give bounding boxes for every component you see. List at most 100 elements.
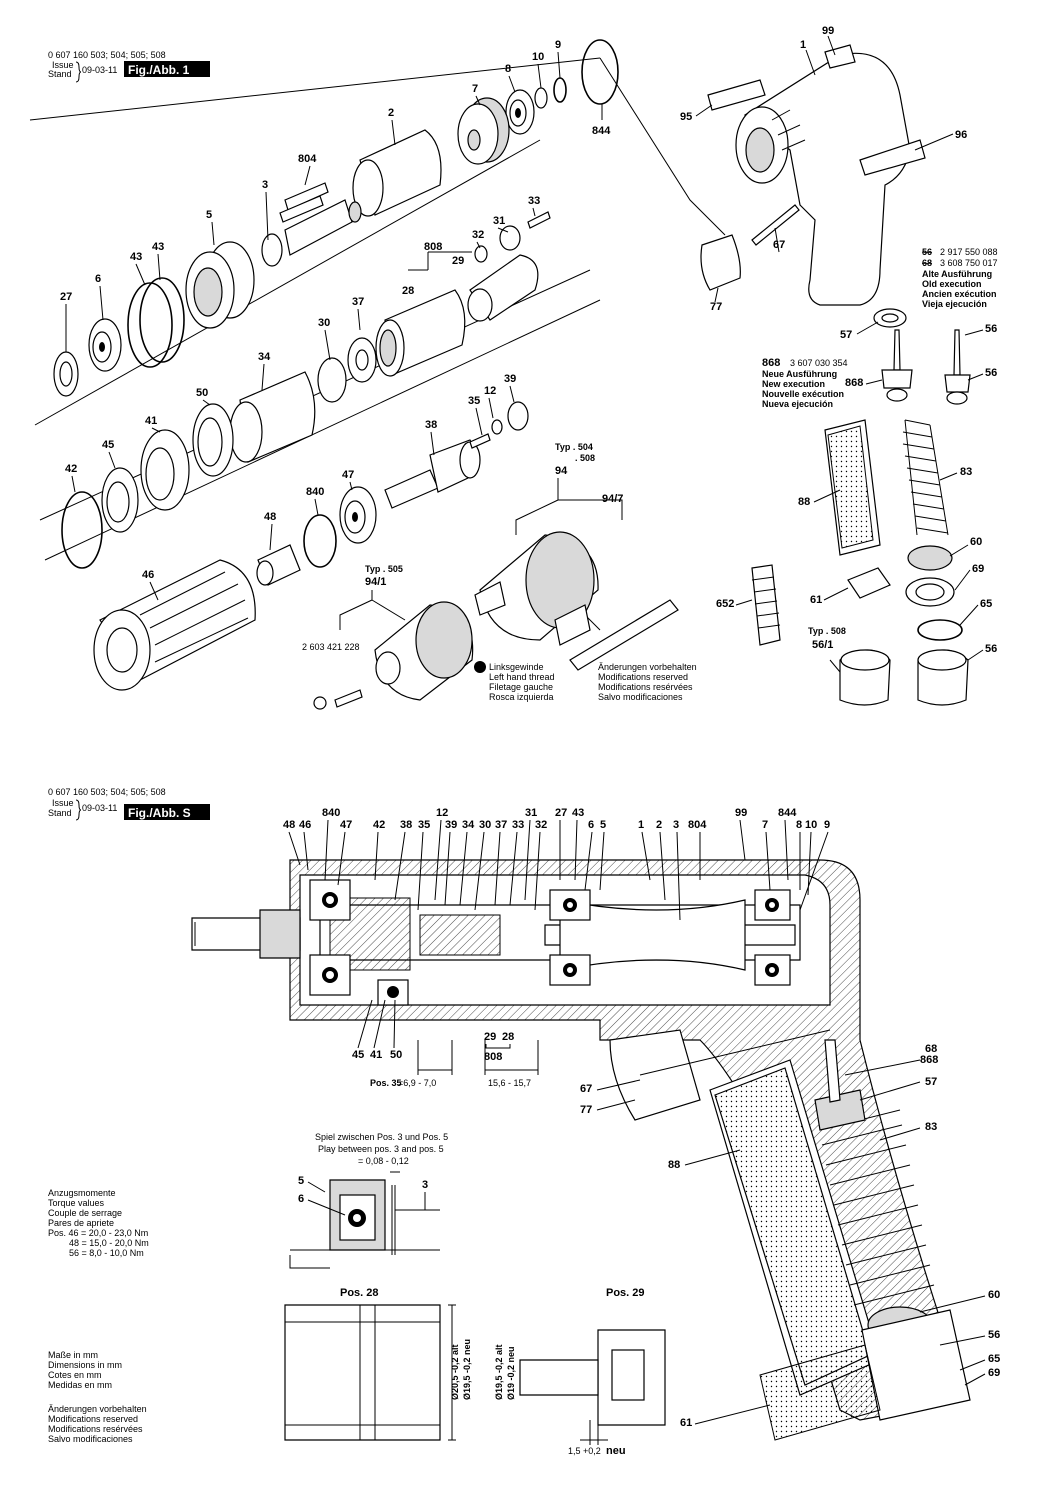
chuck-key-number: 2 603 421 228 <box>302 642 360 652</box>
label: 5 <box>206 209 212 221</box>
svg-text:7: 7 <box>762 819 768 831</box>
label: 31 <box>493 215 505 227</box>
housing-part-1 <box>707 44 926 306</box>
issue-date: 09-03-11 <box>82 803 117 813</box>
plug-56-1 <box>839 649 891 706</box>
pos28-dia-old: Ø20,5 -0,2 alt <box>450 1344 460 1400</box>
label: 8 <box>505 63 511 75</box>
svg-text:3 608 750 017: 3 608 750 017 <box>940 258 998 268</box>
planet-carrier-808 <box>467 254 539 322</box>
torque-table: Anzugsmomente Torque values Couple de se… <box>48 1188 149 1258</box>
label: 95 <box>680 111 692 123</box>
issue-label: Issue <box>52 60 74 70</box>
svg-text:8: 8 <box>796 819 802 831</box>
svg-text:6: 6 <box>298 1193 304 1205</box>
svg-text:Pares de apriete: Pares de apriete <box>48 1218 114 1228</box>
pin-67 <box>751 204 800 246</box>
svg-text:840: 840 <box>322 807 340 819</box>
type-504: Typ . 504 <box>555 442 593 452</box>
svg-text:3: 3 <box>422 1179 428 1191</box>
svg-text:868: 868 <box>762 357 780 369</box>
part-numbers: 0 607 160 503; 504; 505; 508 <box>48 50 166 60</box>
svg-text:Medidas en mm: Medidas en mm <box>48 1380 112 1390</box>
label: 33 <box>528 195 540 207</box>
bearing-6 <box>88 318 122 372</box>
svg-text:9: 9 <box>824 819 830 831</box>
svg-text:32: 32 <box>535 819 547 831</box>
label: 61 <box>810 594 822 606</box>
label: 34 <box>258 351 271 363</box>
pos35-label: Pos. 35 <box>370 1078 402 1088</box>
ring-gear-2 <box>352 129 442 217</box>
gear-carrier-7 <box>457 97 510 165</box>
svg-text:Neue Ausführung: Neue Ausführung <box>762 369 837 379</box>
ring-gear-37 <box>375 289 466 377</box>
old-execution-note: 56 2 917 550 088 68 3 608 750 017 Alte A… <box>922 247 998 309</box>
type-505: Typ . 505 <box>365 564 403 574</box>
label: 65 <box>980 598 992 610</box>
label: 27 <box>60 291 72 303</box>
modifications-note-s: Änderungen vorbehalten Modifications res… <box>48 1404 147 1444</box>
type-508: . 508 <box>575 453 595 463</box>
svg-text:3 607 030 354: 3 607 030 354 <box>790 358 848 368</box>
label: 69 <box>972 563 984 575</box>
svg-text:67: 67 <box>580 1083 592 1095</box>
svg-text:Linksgewinde: Linksgewinde <box>489 662 544 672</box>
label: 39 <box>504 373 516 385</box>
svg-text:New execution: New execution <box>762 379 825 389</box>
label: 41 <box>145 415 157 427</box>
svg-text:Salvo modificaciones: Salvo modificaciones <box>48 1434 133 1444</box>
svg-text:Dimensions in mm: Dimensions in mm <box>48 1360 122 1370</box>
svg-text:5: 5 <box>298 1175 304 1187</box>
svg-text:Salvo modificaciones: Salvo modificaciones <box>598 692 683 702</box>
svg-text:57: 57 <box>925 1076 937 1088</box>
label: 808 <box>424 241 442 253</box>
svg-text:Modifications resérvées: Modifications resérvées <box>598 682 693 692</box>
svg-text:808: 808 <box>484 1051 502 1063</box>
svg-text:12: 12 <box>436 807 448 819</box>
svg-text:5: 5 <box>600 819 606 831</box>
svg-text:50: 50 <box>390 1049 402 1061</box>
svg-text:77: 77 <box>580 1104 592 1116</box>
label: 43 <box>152 241 164 253</box>
svg-text:48: 48 <box>283 819 295 831</box>
issue-date: 09-03-11 <box>82 65 117 75</box>
svg-text:Anzugsmomente: Anzugsmomente <box>48 1188 116 1198</box>
block-61-section <box>759 1344 881 1441</box>
pos29-dia-new: Ø19 -0,2 neu <box>506 1346 516 1400</box>
section-bearings <box>309 879 791 1006</box>
svg-text:3: 3 <box>673 819 679 831</box>
pos28-dia-new: Ø19,5 -0,2 neu <box>462 1339 472 1400</box>
label: 12 <box>484 385 496 397</box>
label: 60 <box>970 536 982 548</box>
svg-text:31: 31 <box>525 807 537 819</box>
figure-1-labels: 1 99 9 10 8 7 2 844 95 96 804 3 33 31 32… <box>60 25 998 702</box>
label: 50 <box>196 387 208 399</box>
part-numbers: 0 607 160 503; 504; 505; 508 <box>48 787 166 797</box>
label: 56 <box>985 643 997 655</box>
svg-text:Left hand thread: Left hand thread <box>489 672 555 682</box>
svg-text:Maße in mm: Maße in mm <box>48 1350 98 1360</box>
svg-text:39: 39 <box>445 819 457 831</box>
svg-text:Old execution: Old execution <box>922 279 982 289</box>
svg-text:6: 6 <box>588 819 594 831</box>
label: 10 <box>532 51 544 63</box>
pos29-length-tag: neu <box>606 1445 626 1457</box>
svg-text:Spiel zwischen Pos. 3 und Pos.: Spiel zwischen Pos. 3 und Pos. 5 <box>315 1132 448 1142</box>
label: 29 <box>452 255 464 267</box>
block-61 <box>847 567 891 599</box>
svg-text:Torque values: Torque values <box>48 1198 105 1208</box>
bearing-8 <box>505 89 535 135</box>
svg-text:Cotes en mm: Cotes en mm <box>48 1370 102 1380</box>
rotor-3 <box>261 182 362 267</box>
label: 3 <box>262 179 268 191</box>
valve-stem-868 <box>881 329 913 402</box>
svg-text:Modifications resérvées: Modifications resérvées <box>48 1424 143 1434</box>
svg-text:1: 1 <box>638 819 644 831</box>
svg-text:45: 45 <box>352 1049 364 1061</box>
detail-play-3-5 <box>289 1171 440 1269</box>
chuck-key-94-7 <box>554 599 679 671</box>
dimension-15-6: 15,6 - 15,7 <box>488 1078 531 1088</box>
stand-label: Stand <box>48 808 72 818</box>
pos29-dia-old: Ø19,5 -0,2 alt <box>494 1344 504 1400</box>
